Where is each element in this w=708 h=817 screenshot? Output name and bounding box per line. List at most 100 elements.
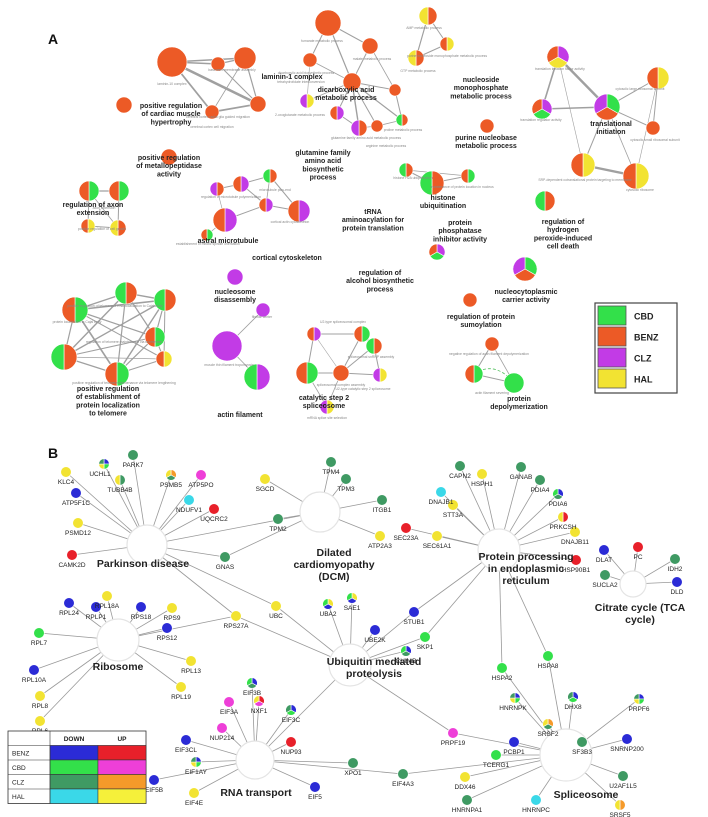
gene-node-camk2d bbox=[66, 549, 78, 561]
legend-a-swatch bbox=[597, 305, 627, 326]
node-a-d10 bbox=[350, 119, 368, 137]
gene-label-ndufv1: NDUFV1 bbox=[176, 507, 202, 514]
legend-a-swatch bbox=[597, 326, 627, 347]
pie-slice bbox=[531, 98, 543, 115]
node-a-d4 bbox=[342, 72, 362, 92]
pie-slice bbox=[479, 118, 495, 134]
pie-slice bbox=[109, 219, 119, 237]
gene-node-tubb4b bbox=[114, 474, 126, 486]
node-a-pu bbox=[479, 118, 495, 134]
node-a-am3 bbox=[262, 168, 278, 184]
legend-b-up-swatch bbox=[97, 774, 147, 790]
node-a-sp7 bbox=[319, 399, 335, 415]
node-a-sp6 bbox=[295, 361, 319, 385]
term-label-dicarboxylic-acid-biosynthetic-process: dicarboxylic acid biosynthetic process bbox=[278, 71, 335, 75]
pie-slice bbox=[431, 170, 445, 196]
gene-node-eif3cl bbox=[180, 734, 192, 746]
pie-slice bbox=[598, 544, 610, 556]
legend-b-up-swatch bbox=[97, 788, 147, 804]
pie-slice bbox=[211, 330, 243, 362]
gene-label-hspa2: HSPA2 bbox=[492, 675, 513, 682]
gene-node-eif1ay bbox=[190, 756, 202, 768]
gene-label-dnajb1: DNAJB1 bbox=[429, 499, 454, 506]
node-a-d1 bbox=[314, 9, 342, 37]
pie-slice bbox=[325, 456, 337, 468]
pie-slice bbox=[270, 600, 282, 612]
pie-slice bbox=[313, 326, 322, 342]
pie-slice bbox=[622, 162, 637, 190]
pie-slice bbox=[285, 736, 297, 748]
edge-b-ubiquitin-rna bbox=[254, 664, 351, 761]
pie-slice bbox=[226, 268, 244, 286]
gene-node-itgb1 bbox=[376, 494, 388, 506]
pie-slice bbox=[460, 168, 469, 184]
pie-slice bbox=[326, 399, 335, 415]
gene-label-cul4b: CUL4B bbox=[396, 658, 417, 665]
pie-slice bbox=[509, 692, 516, 699]
pie-slice bbox=[557, 511, 564, 523]
gene-node-hspa8 bbox=[542, 650, 554, 662]
node-a-t7 bbox=[622, 162, 650, 190]
pie-slice bbox=[595, 106, 619, 121]
gene-node-park7 bbox=[127, 449, 139, 461]
gene-node-sgcd bbox=[259, 473, 271, 485]
pie-slice bbox=[503, 372, 525, 394]
node-a-t9f bbox=[104, 361, 130, 387]
pie-slice bbox=[183, 494, 195, 506]
pie-slice bbox=[514, 268, 536, 282]
pie-slice bbox=[88, 180, 100, 202]
pie-slice bbox=[103, 458, 110, 465]
gene-label-nup214: NUP214 bbox=[210, 735, 235, 742]
pie-slice bbox=[255, 302, 271, 318]
pie-slice bbox=[446, 36, 455, 52]
gene-label-capn2: CAPN2 bbox=[449, 473, 471, 480]
gene-node-sucla2 bbox=[599, 569, 611, 581]
pie-slice bbox=[287, 199, 300, 223]
pie-slice bbox=[306, 361, 319, 385]
cluster-label-astral-microtubule: astral microtubule bbox=[198, 238, 259, 245]
pie-slice bbox=[265, 197, 274, 213]
node-a-ax4 bbox=[109, 219, 127, 237]
pie-slice bbox=[408, 606, 420, 618]
node-a-sp3 bbox=[365, 337, 383, 355]
term-label-maintenance-of-protein-location-in-nucleus: maintenance of protein location in nucle… bbox=[430, 185, 494, 189]
node-a-d5 bbox=[388, 83, 402, 97]
node-a-d7 bbox=[329, 105, 345, 121]
gene-node-gnas bbox=[219, 551, 231, 563]
edge-a-t9a-t9d bbox=[74, 309, 156, 338]
gene-label-rpl10a: RPL10A bbox=[22, 677, 47, 684]
gene-label-camk2d: CAMK2D bbox=[58, 562, 85, 569]
gene-node-eif4a3 bbox=[397, 768, 409, 780]
pie-slice bbox=[322, 598, 329, 608]
gene-node-uchl1 bbox=[98, 458, 110, 470]
pie-slice bbox=[638, 698, 645, 705]
pie-slice bbox=[144, 326, 156, 348]
gene-label-pcbp1: PCBP1 bbox=[503, 749, 525, 756]
pie-slice bbox=[161, 622, 173, 634]
pie-slice bbox=[223, 696, 235, 708]
legend-a-label-benz: BENZ bbox=[634, 333, 659, 343]
node-a-nd bbox=[226, 268, 244, 286]
gene-label-dlat: DLAT bbox=[596, 557, 612, 564]
gene-label-rps9: RPS9 bbox=[164, 615, 181, 622]
gene-node-cul4b bbox=[400, 645, 412, 657]
gene-label-eif3c: EIF3C bbox=[282, 717, 301, 724]
gene-node-tpm2 bbox=[272, 513, 284, 525]
pie-slice bbox=[342, 72, 362, 92]
legend-a-label-clz: CLZ bbox=[634, 354, 652, 364]
gene-node-ganab bbox=[515, 461, 527, 473]
pathway-hub-ubiquitin-mediated-proteolysis bbox=[328, 643, 372, 687]
gene-label-srsf5: SRSF5 bbox=[610, 812, 631, 817]
gene-label-hspa8: HSPA8 bbox=[538, 663, 559, 670]
pie-slice bbox=[195, 469, 207, 481]
pie-slice bbox=[249, 95, 267, 113]
gene-node-prpf6 bbox=[633, 693, 645, 705]
node-a-lam2 bbox=[210, 56, 226, 72]
gene-node-xpo1 bbox=[347, 757, 359, 769]
gene-label-rpl13: RPL13 bbox=[181, 668, 201, 675]
gene-label-hnrnpc: HNRNPC bbox=[522, 807, 550, 814]
